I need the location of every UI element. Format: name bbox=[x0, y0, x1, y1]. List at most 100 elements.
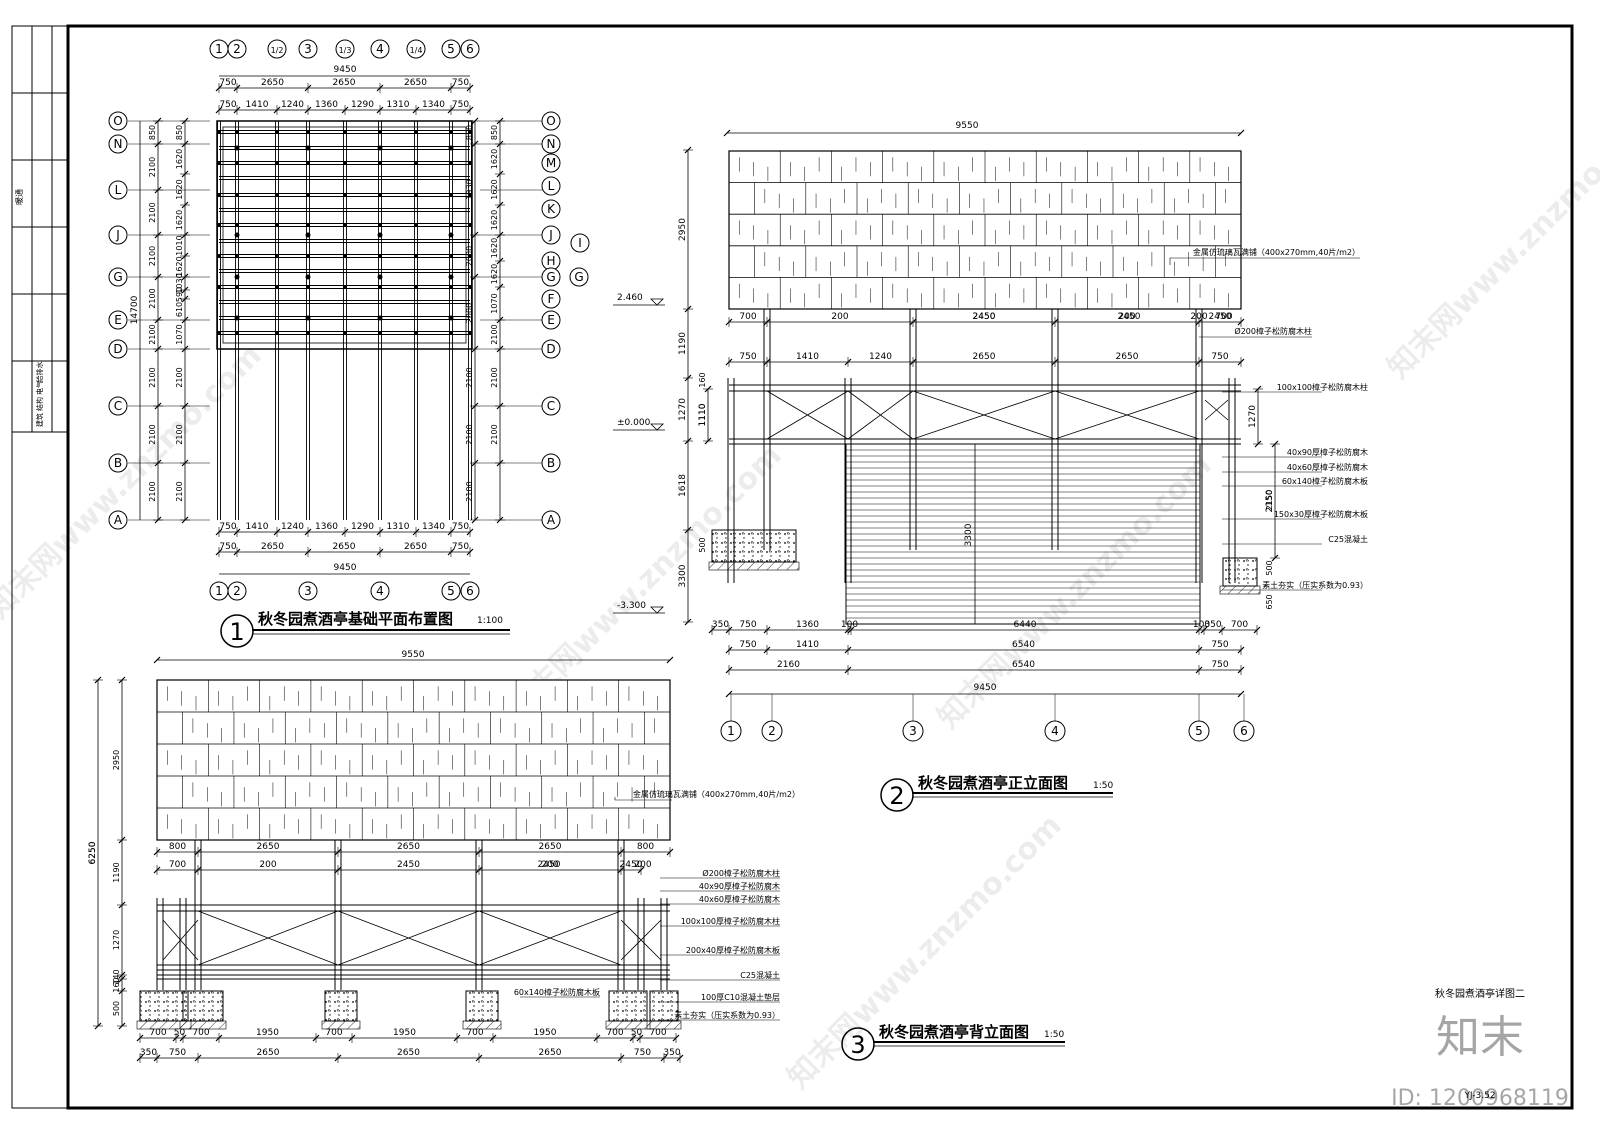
dim-tick bbox=[181, 170, 189, 178]
material-label: 金属仿琉璃瓦满铺（400x270mm,40片/m2） bbox=[1193, 247, 1360, 257]
footing-concrete bbox=[608, 990, 648, 1022]
dim-text: 750 bbox=[739, 352, 756, 362]
dim-tick bbox=[496, 117, 504, 125]
dim-text: 2450 bbox=[973, 312, 996, 322]
material-label: 40x60厚樟子松防腐木 bbox=[1287, 462, 1368, 472]
dim-text: 1240 bbox=[281, 522, 304, 532]
dim-text: 200 bbox=[259, 860, 276, 870]
dim-text: 2650 bbox=[404, 78, 427, 88]
dim-text: 1410 bbox=[246, 522, 269, 532]
material-label: 100x100樟子松防腐木柱 bbox=[1277, 382, 1368, 392]
dim-text: 2100 bbox=[148, 324, 157, 344]
dim-text: 1620 bbox=[490, 210, 499, 230]
dim-tick bbox=[334, 1054, 342, 1062]
post-square bbox=[468, 254, 472, 258]
dim-tick bbox=[1271, 554, 1279, 562]
axis-bubble bbox=[541, 134, 561, 154]
dim-tick bbox=[136, 1034, 144, 1042]
dim-tick bbox=[672, 1034, 680, 1042]
dim-text: 2650 bbox=[261, 78, 284, 88]
axis-label: 3 bbox=[909, 724, 917, 738]
dim-tick bbox=[334, 848, 342, 856]
dim-text: 500 bbox=[1265, 560, 1274, 575]
axis-bubble bbox=[761, 720, 783, 742]
dim-text: 2650 bbox=[333, 542, 356, 552]
dim-tick bbox=[666, 656, 674, 664]
discipline-name: 电气 bbox=[35, 381, 44, 395]
dim-text: 2650 bbox=[397, 842, 420, 852]
dim-text: 2650 bbox=[539, 1048, 562, 1058]
post-square bbox=[449, 193, 453, 197]
post-square bbox=[275, 223, 279, 227]
dim-text: 750 bbox=[219, 100, 236, 110]
dim-text: 750 bbox=[739, 620, 756, 630]
dim-tick bbox=[233, 528, 241, 536]
dim-tick bbox=[118, 901, 126, 909]
dim-text: 200 bbox=[634, 860, 651, 870]
dim-tick bbox=[725, 626, 733, 634]
axis-bubble bbox=[298, 39, 318, 59]
dim-text: 1620 bbox=[490, 238, 499, 258]
dim-text: 100 bbox=[841, 620, 858, 630]
dim-text: 700 bbox=[169, 860, 186, 870]
dim-tick bbox=[447, 84, 455, 92]
dim-text: 2100 bbox=[148, 481, 157, 501]
plan-caption: 1 秋冬园煮酒亭基础平面布置图 1:100 bbox=[220, 610, 510, 648]
post-dot bbox=[448, 232, 454, 238]
post-square bbox=[217, 223, 221, 227]
post-square bbox=[275, 193, 279, 197]
dim-tick bbox=[684, 146, 692, 154]
post-square bbox=[343, 331, 347, 335]
dim-tick bbox=[453, 1034, 461, 1042]
brace bbox=[197, 910, 339, 966]
dim-tick bbox=[725, 690, 733, 698]
dim-text: 1620 bbox=[490, 264, 499, 284]
dim-text: 590 bbox=[175, 287, 184, 302]
post-square bbox=[343, 285, 347, 289]
brace bbox=[912, 390, 1056, 440]
dim-tick bbox=[447, 548, 455, 556]
axis-label: 4 bbox=[376, 42, 384, 56]
axis-label: 3 bbox=[304, 42, 312, 56]
post-square bbox=[343, 193, 347, 197]
dim-text: 1340 bbox=[422, 100, 445, 110]
dim-tick bbox=[348, 1034, 356, 1042]
dim-text: 1620 bbox=[175, 149, 184, 169]
dim-tick bbox=[496, 316, 504, 324]
dim-text: 1360 bbox=[315, 522, 338, 532]
axis-bubble bbox=[108, 134, 128, 154]
post-square bbox=[343, 161, 347, 165]
dim-tick bbox=[1237, 358, 1245, 366]
dim-tick bbox=[684, 437, 692, 445]
dim-tick bbox=[496, 283, 504, 291]
post-square bbox=[449, 331, 453, 335]
dim-text: 1290 bbox=[351, 100, 374, 110]
post-square bbox=[449, 161, 453, 165]
dim-tick bbox=[1237, 666, 1245, 674]
material-label: Ø200樟子松防腐木柱 bbox=[1234, 326, 1312, 336]
dim-tick bbox=[1237, 129, 1245, 137]
dim-text: 2650 bbox=[539, 842, 562, 852]
dim-text: 1270 bbox=[112, 930, 121, 950]
dim-text: 2450 bbox=[1209, 312, 1232, 322]
dim-text: 800 bbox=[637, 842, 654, 852]
dim-tick bbox=[118, 1022, 126, 1030]
dim-text: 2100 bbox=[465, 481, 474, 501]
brace bbox=[766, 390, 849, 440]
material-label: C25混凝土 bbox=[1328, 534, 1368, 544]
footing-concrete bbox=[711, 529, 797, 563]
footing-soil bbox=[179, 1020, 227, 1030]
axis-bubble bbox=[541, 267, 561, 287]
dim-text: 100 bbox=[1193, 620, 1210, 630]
plan-title: 秋冬园煮酒亭基础平面布置图 bbox=[258, 610, 453, 628]
post-square bbox=[235, 331, 239, 335]
axis-bubble bbox=[227, 39, 247, 59]
dim-tick bbox=[341, 528, 349, 536]
axis-bubble bbox=[108, 310, 128, 330]
dim-text: 700 bbox=[649, 1028, 666, 1038]
dim-text: 350 bbox=[140, 1048, 157, 1058]
axis-label: N bbox=[547, 137, 556, 151]
footing-soil bbox=[708, 561, 800, 571]
back-number: 3 bbox=[850, 1031, 865, 1059]
dim-tick bbox=[181, 273, 189, 281]
